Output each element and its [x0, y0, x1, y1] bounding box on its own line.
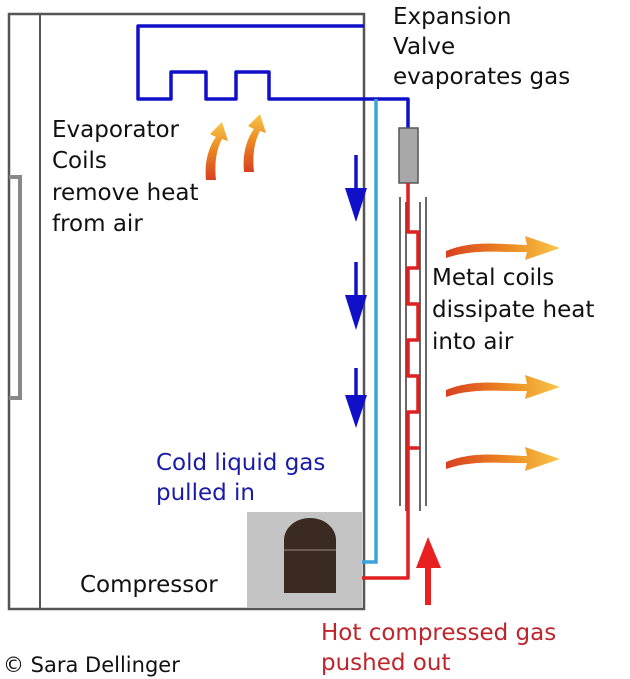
hot-gas-label-line-2: pushed out [321, 650, 451, 676]
heat-arrow-right-2 [446, 375, 560, 399]
cold-liquid-label-line-1: Cold liquid gas [156, 450, 326, 476]
evaporator-label-line-3: remove heat [52, 180, 199, 206]
metal-coils-label-line-1: Metal coils [432, 265, 555, 291]
hot-gas-line [336, 183, 420, 580]
hot-gas-label-line-1: Hot compressed gas [321, 620, 557, 646]
expansion-valve [398, 127, 419, 184]
fridge-handle [9, 175, 22, 400]
expansion-valve-label-line-3: evaporates gas [393, 64, 571, 90]
heat-arrow-right-3 [446, 447, 560, 471]
compressor-label: Compressor [80, 572, 218, 598]
evaporator-label-line-1: Evaporator [52, 117, 180, 143]
expansion-valve-label-line-1: Expansion [393, 4, 512, 30]
metal-coils-label-line-3: into air [432, 329, 514, 355]
evaporator-label-line-4: from air [52, 211, 143, 237]
evaporator-label-line-2: Coils [52, 148, 107, 174]
cold-liquid-label-line-2: pulled in [156, 480, 255, 506]
heat-arrow-right-1 [446, 236, 560, 260]
metal-coils-label-line-2: dissipate heat [432, 297, 595, 323]
heat-arrow-up-1 [205, 122, 228, 180]
copyright-credit: © Sara Dellinger [3, 653, 180, 677]
heat-arrow-up-2 [243, 114, 266, 172]
flow-arrows-down [345, 155, 367, 428]
condenser-fins [399, 197, 427, 511]
evaporator-line [136, 24, 410, 128]
fridge-outline [7, 12, 366, 611]
hot-gas-arrow [416, 537, 441, 605]
expansion-valve-label-line-2: Valve [393, 34, 456, 60]
compressor-motor [284, 518, 336, 593]
